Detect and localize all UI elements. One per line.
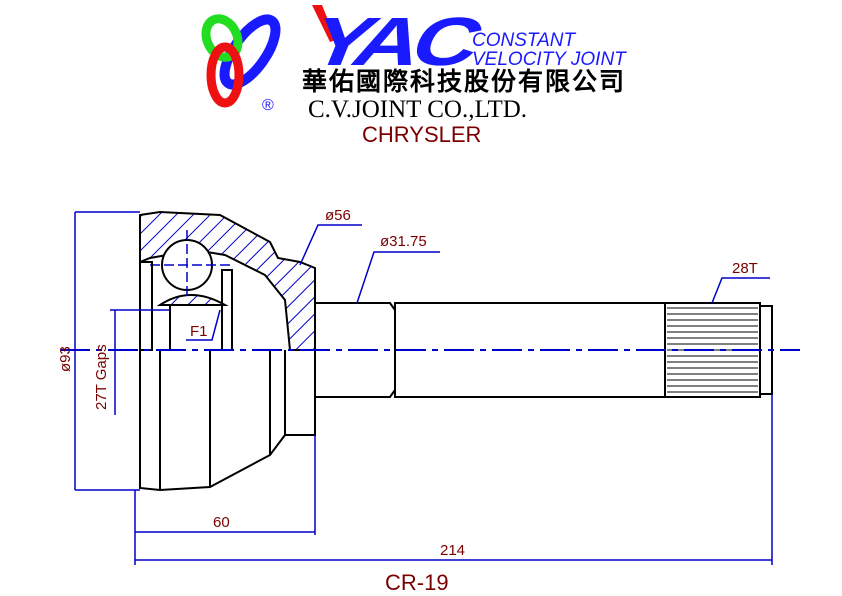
company-english-name: C.V.JOINT CO.,LTD. (308, 96, 527, 123)
dim-outer-spline: 28T (732, 260, 758, 277)
logo-red-accent (312, 5, 336, 42)
brand-logo-text: YAC (298, 4, 494, 80)
housing-body (139, 350, 316, 492)
tagline-line2: VELOCITY JOINT (472, 49, 627, 70)
yac-logo: YAC (298, 4, 494, 80)
dim-overall-length: 214 (440, 542, 465, 559)
dim-bell-length: 60 (213, 514, 230, 531)
registered-mark: ® (262, 97, 274, 114)
dim-outer-diameter: ø56 (325, 207, 351, 224)
dim-bell-diameter: ø93 (57, 346, 74, 372)
dimension-lines (74, 211, 773, 565)
dim-shaft-diameter: ø31.75 (380, 233, 427, 250)
company-chinese-name: 華佑國際科技股份有限公司 (302, 67, 626, 96)
dim-inner-spline: 27T Gaps (93, 344, 110, 410)
outer-race-housing (139, 210, 316, 351)
brand-rings-logo (201, 14, 281, 108)
vehicle-make: CHRYSLER (362, 122, 481, 147)
dim-feature-f1: F1 (190, 323, 208, 340)
tagline-line1: CONSTANT (472, 30, 576, 51)
part-number: CR-19 (385, 570, 449, 595)
